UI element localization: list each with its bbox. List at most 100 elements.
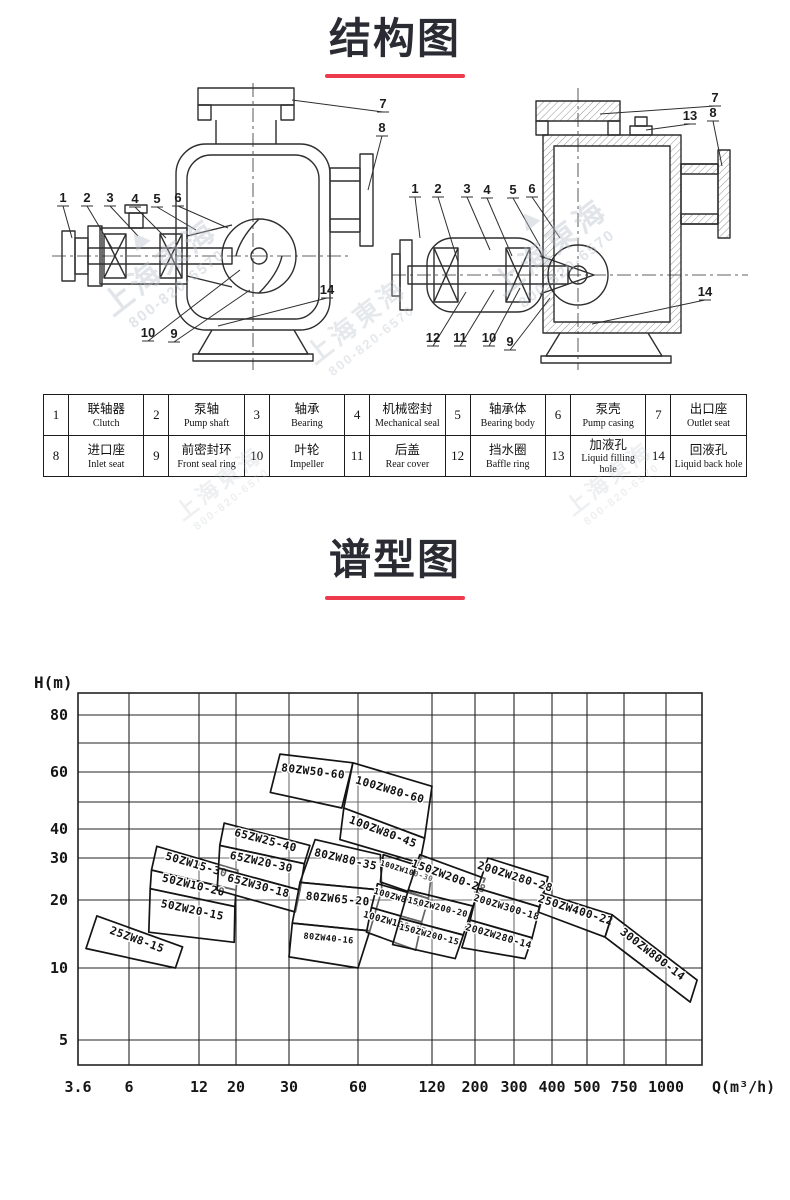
part-name-en: Impeller [290, 458, 324, 470]
callout-number-5: 5 [153, 191, 160, 206]
callout-number-4: 4 [483, 182, 491, 197]
structure-title-underline [325, 74, 465, 79]
part-number: 5 [444, 394, 471, 437]
callout-leader-line [486, 198, 513, 257]
part-number: 8 [43, 435, 69, 478]
callout-leader-line [86, 206, 113, 249]
y-tick-label: 30 [50, 849, 68, 867]
part-number: 6 [544, 394, 571, 437]
callout-leader-line [134, 207, 167, 239]
callout-leader-line [509, 298, 551, 351]
part-name-cn: 后盖 [394, 443, 420, 458]
x-tick-label: 120 [418, 1078, 445, 1096]
spectrum-section-title: 谱型图 [328, 536, 461, 584]
x-tick-label: 400 [538, 1078, 565, 1096]
x-tick-label: 500 [573, 1078, 600, 1096]
part-name-en: Front seal ring [177, 458, 236, 470]
structure-section-title: 结构图 [328, 15, 461, 62]
chart-grid [77, 692, 702, 1065]
pump-region-25ZW8-15 [85, 914, 184, 969]
y-tick-label: 60 [50, 763, 68, 781]
pump-region-50ZW20-15 [147, 887, 236, 943]
callout-number-8: 8 [709, 105, 716, 120]
part-number: 3 [243, 394, 270, 437]
part-name-en: Bearing [291, 417, 323, 429]
callout-number-11: 11 [453, 330, 467, 345]
y-tick-label: 80 [50, 706, 68, 724]
callout-leader-line [488, 288, 521, 347]
callout-number-14: 14 [698, 284, 713, 299]
part-name-cn: 进口座 [87, 443, 125, 458]
right-pump-drawing [391, 88, 748, 371]
callout-number-7: 7 [711, 90, 718, 105]
pump-region-100ZW80-45 [339, 806, 426, 864]
pump-region-300ZW800-14 [604, 913, 698, 1003]
spectrum-title-underline [325, 595, 465, 600]
callout-leader-line [645, 123, 691, 131]
callout-leader-line [599, 105, 716, 115]
pump-region-200ZW280-14 [460, 919, 533, 960]
part-name-cn: 加液孔 [589, 437, 627, 452]
pump-region-150ZW200-15 [391, 917, 465, 960]
part-number: 12 [444, 435, 471, 478]
part-name-cn: 联轴器 [87, 402, 125, 417]
callout-number-10: 10 [482, 330, 496, 345]
callout-leader-line [437, 197, 459, 263]
pump-region-80ZW40-16 [288, 922, 371, 969]
callout-leader-line [177, 205, 229, 229]
x-tick-label: 12 [190, 1078, 208, 1096]
part-name-en: Pump casing [582, 417, 634, 429]
part-name-en: Rear cover [385, 458, 430, 470]
callout-number-9: 9 [170, 326, 177, 341]
callout-number-6: 6 [528, 181, 535, 196]
callout-leader-line [531, 197, 561, 239]
part-name-cn: 挡水圈 [489, 443, 527, 458]
x-tick-label: 60 [349, 1078, 367, 1096]
y-axis-title: H(m) [34, 673, 73, 692]
callout-number-1: 1 [411, 181, 418, 196]
part-number: 2 [143, 394, 170, 437]
x-tick-label: 1000 [648, 1078, 684, 1096]
callout-number-2: 2 [83, 190, 90, 205]
part-number: 14 [645, 435, 672, 478]
part-number: 11 [344, 435, 371, 478]
callout-leader-line [414, 197, 421, 239]
callout-leader-line [62, 206, 73, 239]
y-tick-label: 5 [59, 1031, 68, 1049]
callout-number-13: 13 [683, 108, 697, 123]
callout-leader-line [217, 297, 328, 327]
part-name-cn: 前密封环 [181, 443, 232, 458]
part-name-en: Baffle ring [486, 458, 530, 470]
callout-leader-line [459, 290, 495, 347]
callout-leader-line [109, 206, 139, 237]
part-number: 9 [143, 435, 170, 478]
part-number: 1 [43, 394, 69, 437]
part-name-cn: 泵轴 [194, 402, 220, 417]
part-name-en: Inlet seat [88, 458, 125, 470]
callout-leader-line [712, 121, 723, 167]
callout-number-3: 3 [463, 181, 470, 196]
part-name-en: Outlet seat [687, 417, 731, 429]
x-tick-label: 20 [227, 1078, 245, 1096]
callout-number-14: 14 [320, 282, 335, 297]
part-name-en: Clutch [92, 417, 120, 429]
part-number: 10 [243, 435, 270, 478]
x-tick-label: 3.6 [64, 1078, 91, 1096]
part-name-en: Pump shaft [183, 417, 230, 429]
y-tick-label: 20 [50, 891, 68, 909]
part-name-en: Liquid filling hole [581, 453, 635, 476]
